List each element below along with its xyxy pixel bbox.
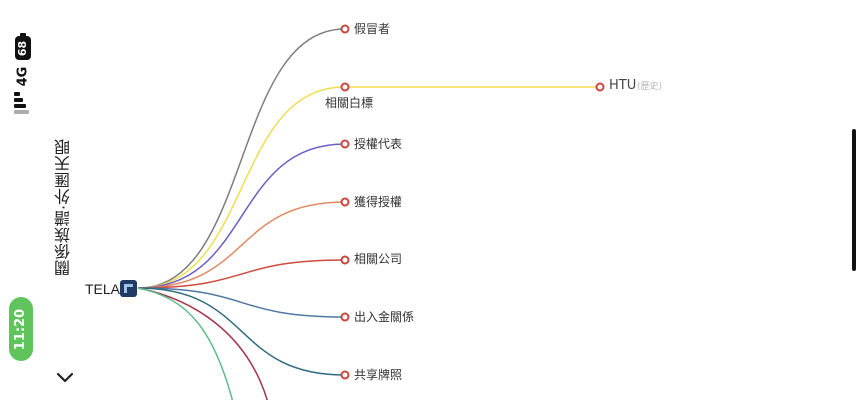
chevron-down-icon[interactable]: [56, 370, 74, 386]
branch-link: [137, 86, 346, 289]
branch-node[interactable]: [340, 255, 350, 265]
branch-label-payment-relation[interactable]: 出入金關係: [354, 310, 415, 324]
battery-icon: 68: [15, 33, 31, 60]
branch-link: [137, 287, 346, 318]
branch-link: [137, 28, 346, 289]
branch-label-shared-license[interactable]: 共享牌照: [354, 368, 403, 382]
company-logo-icon: [120, 280, 137, 297]
root-node-label[interactable]: TELA: [85, 281, 121, 297]
history-tag: (歷史): [637, 82, 663, 92]
branch-label-related-company[interactable]: 相關公司: [354, 252, 403, 266]
branch-label-authorized-rep[interactable]: 授權代表: [354, 137, 403, 151]
branch-link: [137, 287, 346, 376]
branch-label-white-label[interactable]: 相關白標: [325, 96, 374, 110]
branch-node[interactable]: [340, 197, 350, 207]
branch-label-authorized[interactable]: 獲得授權: [354, 195, 403, 209]
child-node[interactable]: [595, 82, 605, 92]
branch-link: [137, 201, 346, 289]
branch-label-impersonator[interactable]: 假冒者: [354, 22, 391, 36]
branch-node[interactable]: [340, 139, 350, 149]
clock-pill[interactable]: 11:20: [9, 297, 33, 361]
signal-icon: [14, 92, 32, 114]
status-bar: 68 4G 11:20: [0, 0, 50, 400]
branch-link: [137, 259, 346, 289]
branch-link: [137, 143, 346, 289]
child-node-label[interactable]: HTU: [609, 78, 637, 93]
branch-node[interactable]: [340, 370, 350, 380]
branch-node[interactable]: [340, 82, 350, 92]
branch-node[interactable]: [340, 24, 350, 34]
branch-link: [137, 287, 234, 400]
scrollbar[interactable]: [852, 129, 856, 271]
branch-node[interactable]: [340, 312, 350, 322]
